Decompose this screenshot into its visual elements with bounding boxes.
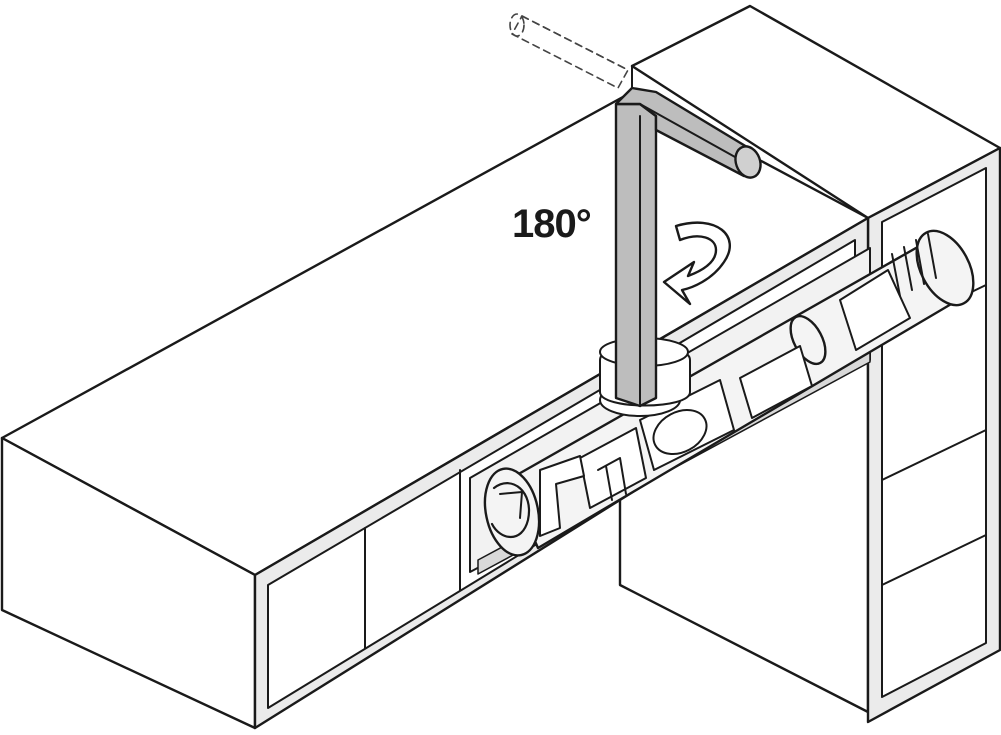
hex-key-icon	[614, 86, 762, 408]
rotation-arrow-icon	[662, 221, 731, 306]
rotation-angle-label: 180°	[512, 202, 592, 246]
connector-bolt-icon	[483, 229, 975, 557]
ghost-hex-key-icon	[509, 13, 629, 89]
